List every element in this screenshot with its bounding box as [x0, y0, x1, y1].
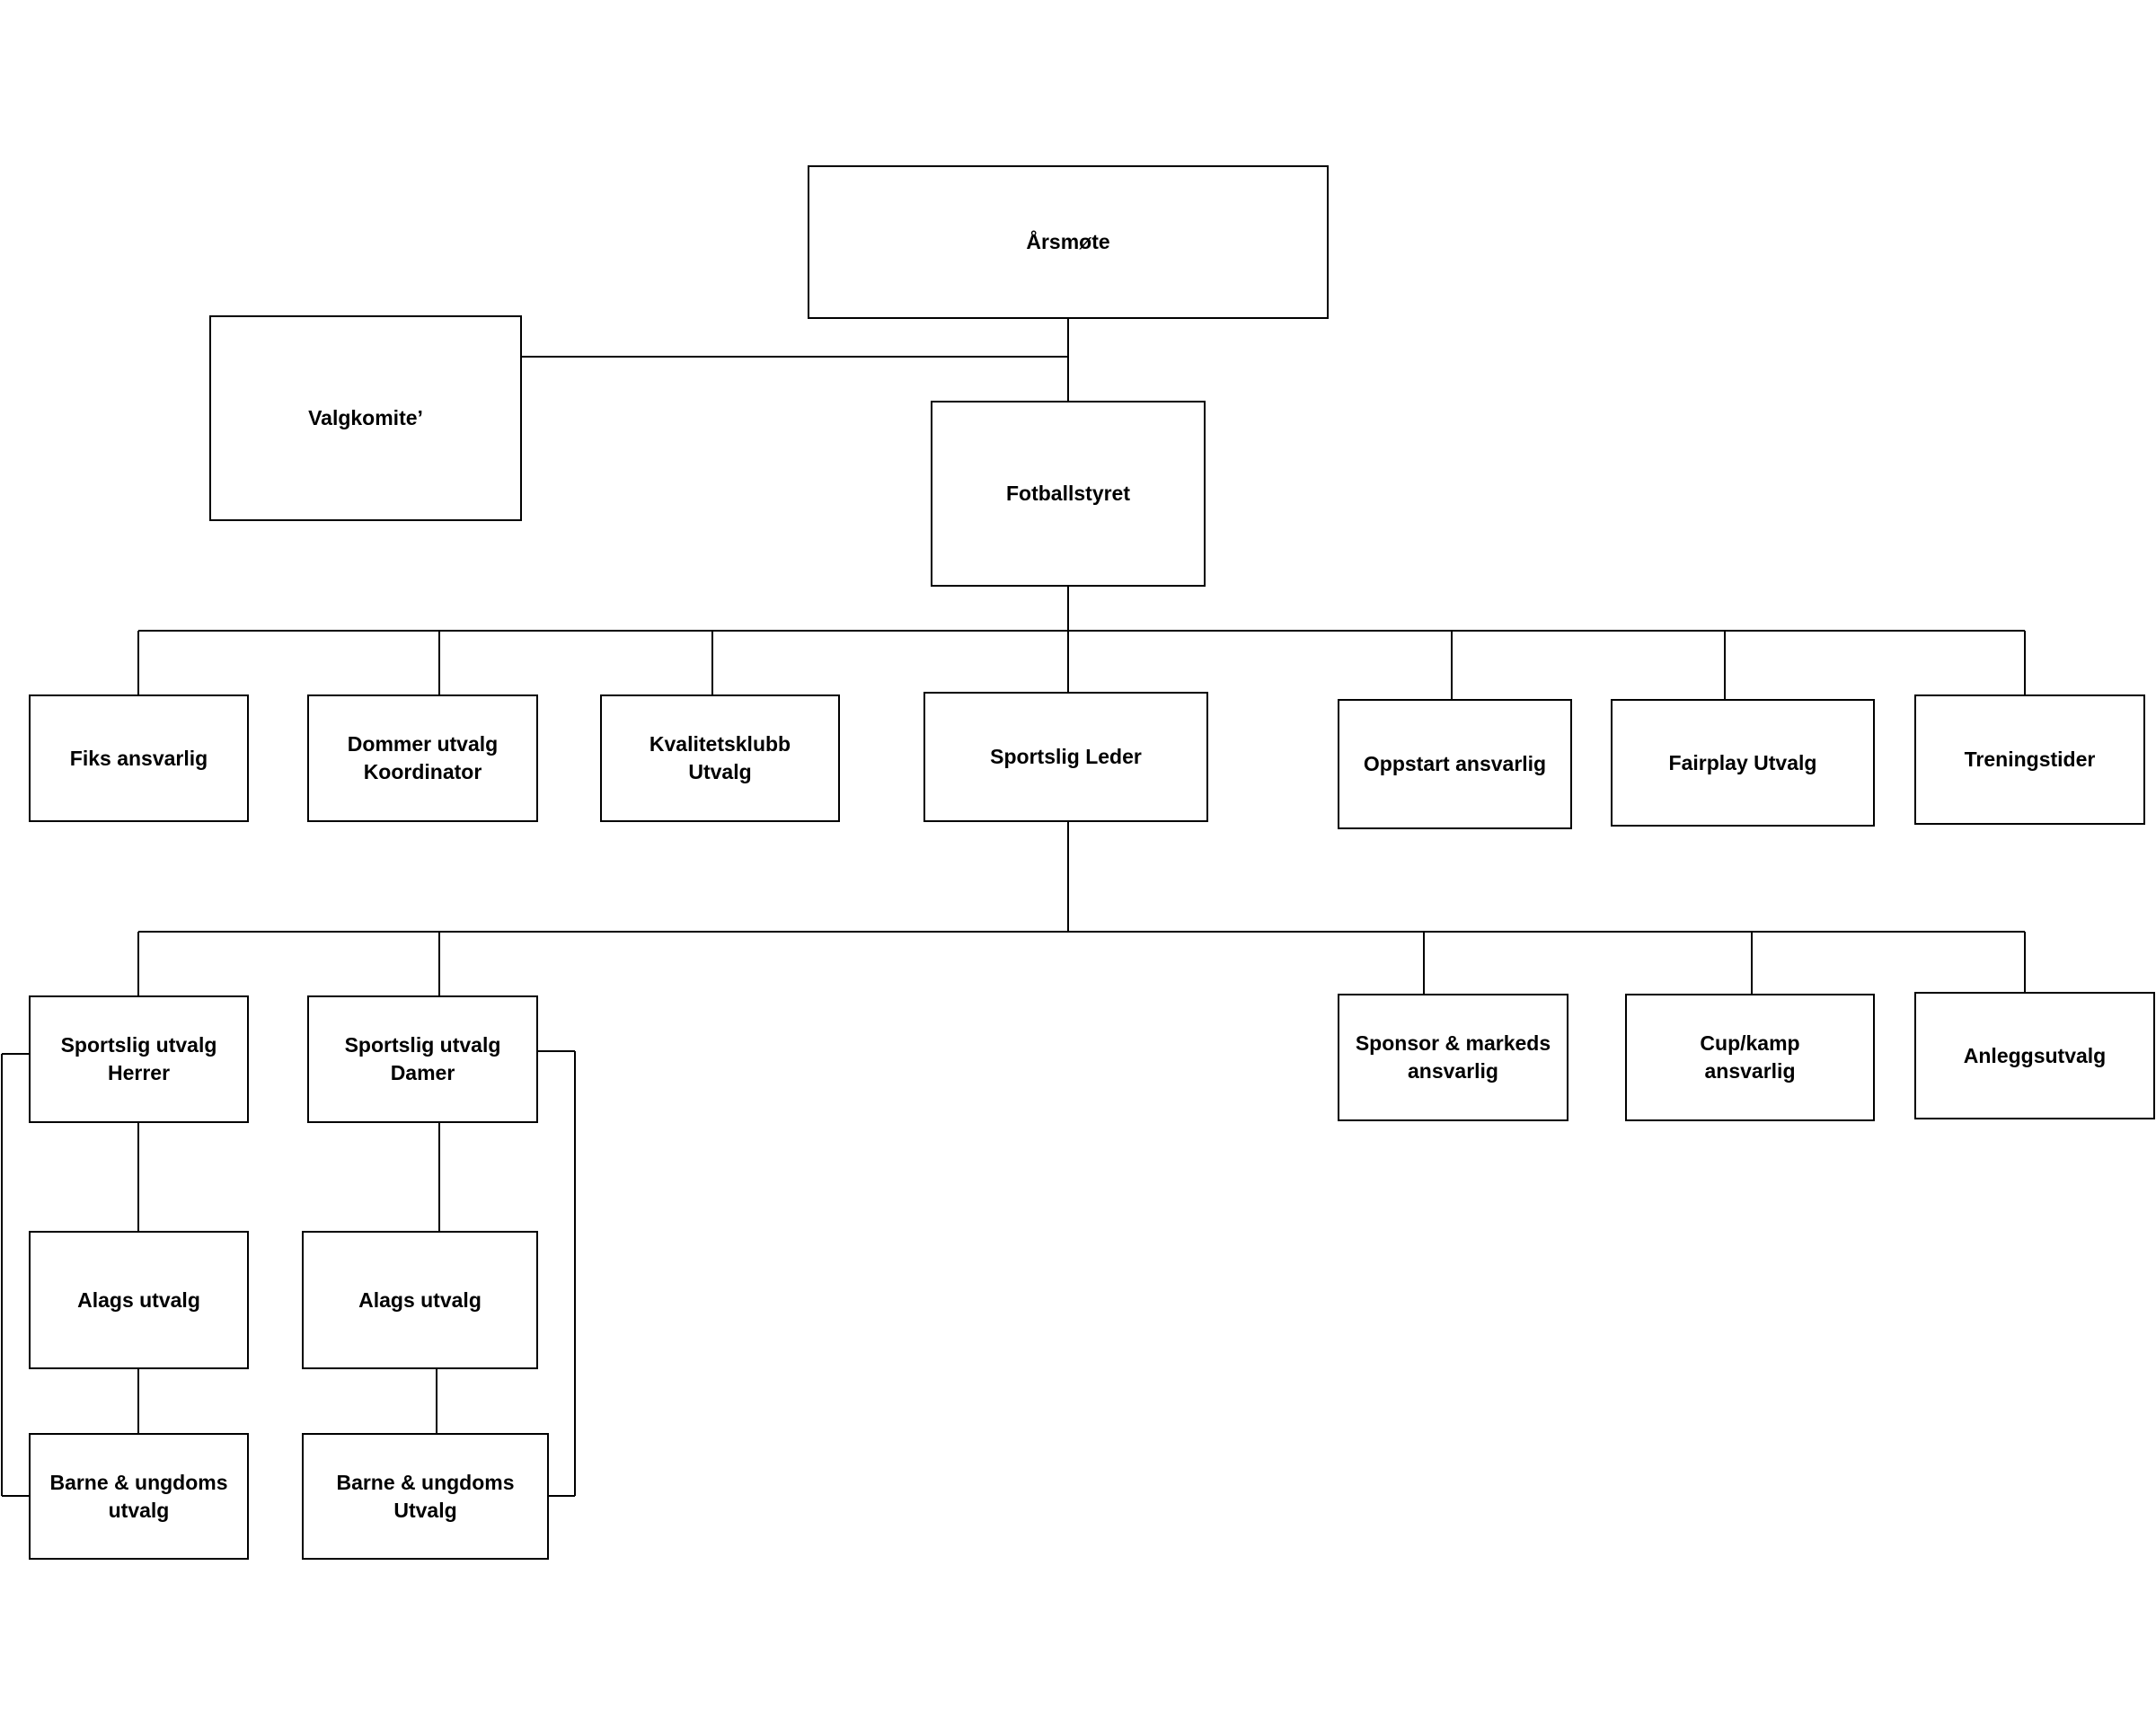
node-fairplay-utvalg: Fairplay Utvalg	[1611, 699, 1875, 827]
node-alags-utvalg-herrer: Alags utvalg	[29, 1231, 249, 1369]
node-barne-ungdoms-herrer: Barne & ungdoms utvalg	[29, 1433, 249, 1560]
node-barne-ungdoms-damer: Barne & ungdoms Utvalg	[302, 1433, 549, 1560]
node-fiks-ansvarlig: Fiks ansvarlig	[29, 694, 249, 822]
node-sportslig-leder: Sportslig Leder	[923, 692, 1208, 822]
node-sportslig-utvalg-damer: Sportslig utvalg Damer	[307, 995, 538, 1123]
node-dommer-utvalg: Dommer utvalg Koordinator	[307, 694, 538, 822]
node-treningstider: Treningstider	[1914, 694, 2145, 825]
node-kvalitetsklubb: Kvalitetsklubb Utvalg	[600, 694, 840, 822]
node-valgkomite: Valgkomite’	[209, 315, 522, 521]
node-sportslig-utvalg-herrer: Sportslig utvalg Herrer	[29, 995, 249, 1123]
node-fotballstyret: Fotballstyret	[931, 401, 1206, 587]
node-oppstart-ansvarlig: Oppstart ansvarlig	[1338, 699, 1572, 829]
node-arsmote: Årsmøte	[808, 165, 1329, 319]
node-sponsor-markeds: Sponsor & markeds ansvarlig	[1338, 994, 1568, 1121]
node-cup-kamp: Cup/kamp ansvarlig	[1625, 994, 1875, 1121]
node-anleggsutvalg: Anleggsutvalg	[1914, 992, 2155, 1119]
node-alags-utvalg-damer: Alags utvalg	[302, 1231, 538, 1369]
